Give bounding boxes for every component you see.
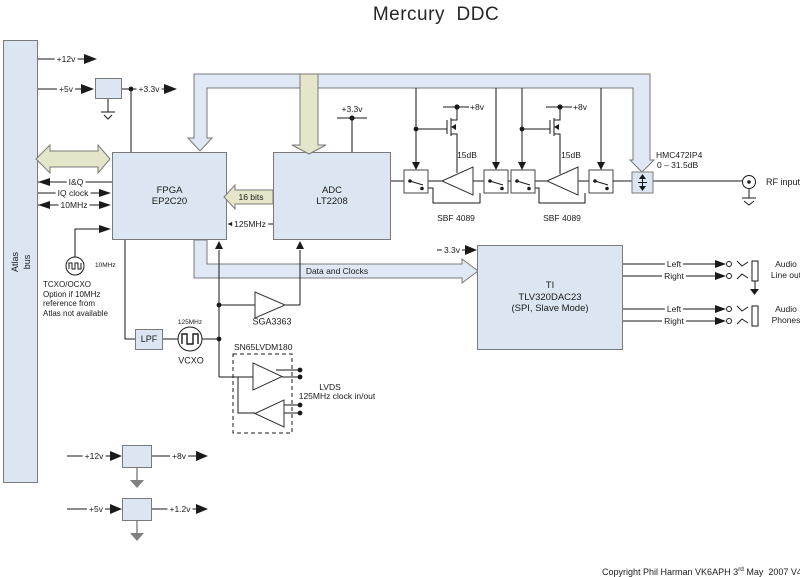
- tcxo-freq-label: 10MHz: [95, 261, 116, 269]
- adc-part: LT2208: [316, 196, 348, 207]
- tcxo-symbol: [65, 256, 85, 276]
- copyright-suffix: May 2007 V4: [743, 567, 800, 577]
- lvds-label-2: 125MHz clock in/out: [298, 390, 376, 401]
- ref-10mhz-label: 10MHz: [58, 199, 90, 210]
- sga3363-triangle: [254, 291, 287, 319]
- amp1-triangle: [440, 166, 474, 196]
- fpga-block: FPGA EP2C20: [112, 152, 227, 240]
- phones-jack: [751, 305, 759, 327]
- copyright-text: Copyright Phil Harman VK6APH 3rd May 200…: [592, 558, 800, 577]
- rf-connector: [742, 175, 756, 189]
- tcxo-note-1: TCXO/OCXO: [43, 280, 92, 289]
- attenuator-part-label: HMC472IP4: [656, 150, 703, 160]
- audio-phones-label-1: Audio: [775, 303, 797, 314]
- supply-5v-label: +5v: [57, 83, 75, 94]
- control-bus-arrow: [186, 73, 656, 173]
- page-title: Mercury DDC: [372, 4, 500, 25]
- rf-switches: [403, 169, 614, 194]
- phones-left-label: Left: [664, 303, 684, 314]
- amp1-supply-label: +8v: [470, 101, 484, 112]
- bus-16bits-label: 16 bits: [238, 191, 264, 202]
- amp2-gain-label: 15dB: [561, 149, 581, 160]
- dac-mfr: TI: [545, 280, 555, 292]
- fpga-name: FPGA: [156, 184, 183, 196]
- lvds-label-1: LVDS: [319, 381, 341, 392]
- copyright-prefix: Copyright Phil Harman VK6APH 3: [602, 567, 739, 577]
- lpf-label: LPF: [140, 334, 158, 345]
- atlas-fpga-bus-arrow: [35, 143, 111, 175]
- lineout-left-label: Left: [664, 258, 684, 269]
- vcxo-label: VCXO: [178, 355, 204, 366]
- dac-part: TLV320DAC23: [518, 291, 582, 303]
- tcxo-note-4: Atlas not available: [43, 308, 108, 318]
- lvds-part-label: SN65LVDM180: [234, 342, 293, 352]
- sga3363-label: SGA3363: [252, 316, 292, 327]
- attenuator-range-label: 0 – 31.5dB: [657, 159, 699, 170]
- switch-4: [588, 169, 614, 194]
- iq-signal-label: I&Q: [66, 176, 86, 187]
- rf-amps: [440, 166, 579, 196]
- reg1v2-in-label: +5v: [87, 503, 105, 514]
- data-clocks-bus-arrow: [193, 239, 479, 284]
- amp2-triangle: [545, 166, 579, 196]
- vcxo-freq-label: 125MHz: [177, 318, 203, 326]
- dac-block: TI TLV320DAC23 (SPI, Slave Mode): [477, 245, 623, 350]
- audio-lineout-label-1: Audio: [775, 258, 797, 269]
- reg1v2-out-label: +1.2v: [167, 503, 193, 514]
- attenuator-symbol: [631, 171, 654, 194]
- adc-name: ADC: [321, 184, 343, 196]
- supply-3v3-label: +3.3v: [136, 83, 162, 94]
- dac-supply-label: 3.3v: [441, 244, 463, 255]
- lvds-block: [232, 353, 303, 434]
- adc-config-arrow: [291, 73, 327, 155]
- adc-block: ADC LT2208: [273, 152, 391, 240]
- iq-clock-label: IQ clock: [55, 187, 91, 198]
- lvds-driver-triangle: [252, 362, 284, 391]
- amp2-supply-label: +8v: [573, 101, 587, 112]
- amp2-part-label: SBF 4089: [543, 212, 581, 223]
- wires: [38, 58, 756, 510]
- lpf-block: LPF: [135, 329, 163, 350]
- reg8v-out-label: +8v: [170, 450, 188, 461]
- audio-lineout-label-2: Line out: [770, 269, 800, 280]
- data-clocks-label: Data and Clocks: [305, 265, 369, 276]
- amp1-part-label: SBF 4089: [437, 212, 475, 223]
- adc-clock-label: 125MHz: [232, 218, 268, 229]
- switch-1: [403, 169, 429, 194]
- amp1-gain-label: 15dB: [457, 149, 477, 160]
- audio-phones-label-2: Phones: [771, 314, 800, 325]
- lineout-right-label: Right: [662, 270, 686, 281]
- adc-supply-label: +3.3v: [341, 103, 363, 114]
- supply-12v-label: +12v: [54, 53, 78, 64]
- switch-2: [483, 169, 509, 194]
- fpga-part: EP2C20: [151, 196, 188, 207]
- regulator-8v-block: [122, 445, 152, 468]
- lvds-receiver-triangle: [253, 399, 285, 428]
- dac-mode: (SPI, Slave Mode): [511, 303, 589, 315]
- phones-right-label: Right: [662, 315, 686, 326]
- rf-input-label: RF input: [766, 177, 800, 187]
- regulator-1v2-block: [122, 498, 152, 521]
- lineout-jack: [751, 260, 759, 282]
- audio-jacks: [726, 260, 759, 327]
- tcxo-note-2: Option if 10MHz: [43, 289, 101, 299]
- tcxo-note-3: reference from: [43, 299, 96, 308]
- vcxo-symbol: [177, 326, 203, 352]
- switch-3: [510, 169, 536, 194]
- copyright-ordinal: rd: [738, 566, 744, 573]
- reg8v-in-label: +12v: [82, 450, 106, 461]
- regulator-3v3-block: [95, 78, 122, 99]
